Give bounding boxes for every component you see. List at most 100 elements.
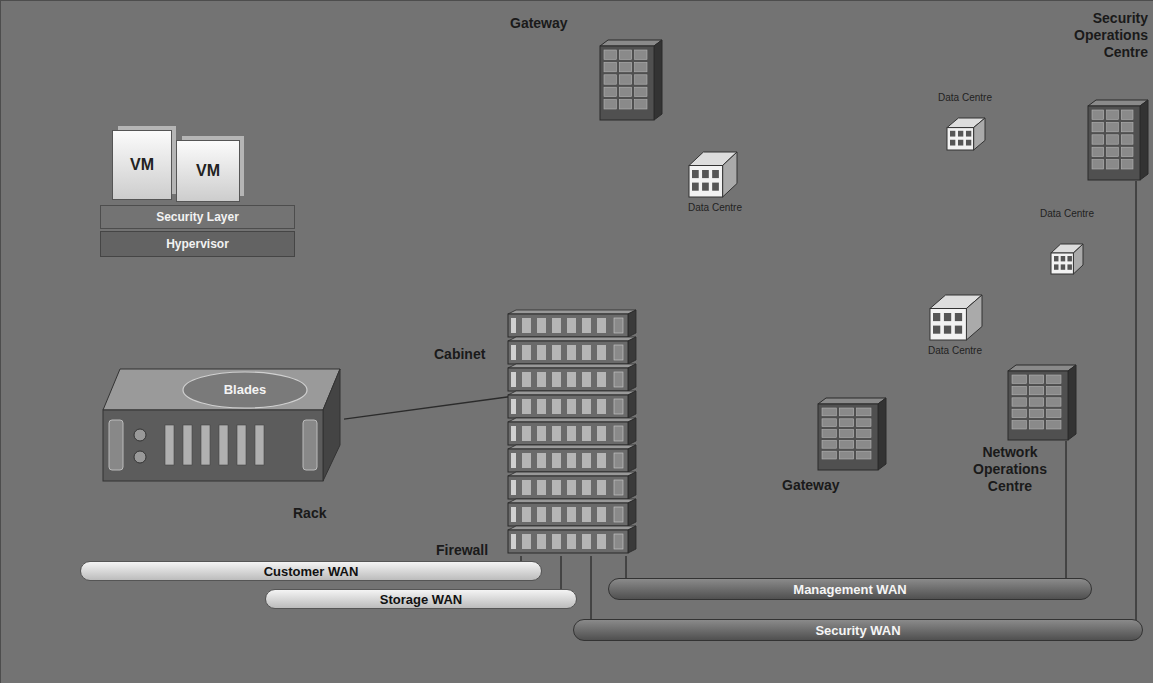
cabinet-icon	[597, 399, 606, 414]
dc-icon	[702, 170, 709, 178]
server-icon	[1121, 147, 1133, 156]
connector-line	[590, 556, 591, 620]
cabinet-icon	[537, 426, 546, 441]
rack-icon	[165, 425, 174, 465]
server-icon	[604, 87, 616, 96]
server-icon	[604, 100, 616, 109]
dc-icon	[933, 313, 940, 321]
server-icon	[1092, 110, 1104, 119]
dc-icon	[950, 140, 955, 146]
cabinet-icon	[511, 345, 516, 360]
server-icon	[1012, 375, 1026, 383]
cabinet-icon	[522, 426, 531, 441]
gateway-device: Gateway	[510, 10, 670, 125]
server-icon	[839, 440, 853, 448]
cabinet-icon	[508, 337, 636, 341]
cabinet-icon	[552, 345, 561, 360]
cabinet-icon	[614, 426, 623, 441]
cabinet-icon	[508, 341, 628, 364]
dc-icon	[944, 326, 951, 334]
server-icon	[635, 75, 647, 84]
cabinet-icon	[614, 507, 623, 522]
dc-icon	[1073, 244, 1083, 274]
connector-line	[1065, 441, 1066, 579]
cabinet-icon	[597, 318, 606, 333]
dc-icon	[966, 140, 971, 146]
cabinet-icon	[522, 345, 531, 360]
cabinet-icon	[628, 310, 636, 337]
band-label: Hypervisor	[166, 237, 229, 251]
server-icon	[1047, 409, 1061, 417]
cabinet-icon	[552, 480, 561, 495]
cabinet-icon	[628, 391, 636, 418]
node-label: Firewall	[436, 542, 506, 559]
server-icon	[635, 87, 647, 96]
cabinet-icon	[522, 399, 531, 414]
cabinet-icon	[537, 534, 546, 549]
server-icon	[1047, 386, 1061, 394]
server-icon	[600, 46, 654, 120]
server-icon	[822, 419, 836, 427]
server-icon	[1092, 135, 1104, 144]
dc-icon	[1051, 244, 1083, 274]
dc-icon	[930, 309, 966, 341]
virtual-machine: VM	[176, 140, 240, 202]
dc-icon	[1067, 256, 1071, 261]
cabinet-icon	[537, 399, 546, 414]
network-operations-centre: Network Operations Centre	[960, 360, 1080, 495]
virtual-machine: VM	[112, 130, 172, 200]
cabinet-icon	[508, 418, 636, 422]
server-icon	[1029, 375, 1043, 383]
server-icon	[604, 50, 616, 59]
cabinet-icon	[508, 503, 628, 526]
cabinet-icon	[508, 391, 636, 395]
server-icon	[1012, 398, 1026, 406]
band-label: Security WAN	[815, 623, 900, 638]
cabinet-icon	[582, 507, 591, 522]
cabinet-icon	[582, 318, 591, 333]
node-label: Data Centre	[1035, 208, 1099, 220]
node-label: Data Centre	[925, 92, 1005, 104]
band-label: Storage WAN	[380, 592, 462, 607]
cabinet-icon	[511, 372, 516, 387]
server-icon	[1008, 365, 1076, 371]
dc-icon	[947, 118, 985, 150]
cabinet-icon	[511, 453, 516, 468]
cabinet-icon	[522, 534, 531, 549]
server-icon	[1140, 100, 1148, 180]
dc-icon	[1061, 256, 1065, 261]
server-icon	[1088, 100, 1148, 106]
cabinet-icon	[567, 453, 576, 468]
server-icon	[839, 451, 853, 459]
server-icon	[1092, 122, 1104, 131]
server-icon	[619, 87, 631, 96]
server-icon	[1092, 160, 1104, 169]
cabinet-icon	[552, 372, 561, 387]
server-icon	[1088, 106, 1140, 180]
server-icon	[604, 75, 616, 84]
cabinet-icon	[582, 399, 591, 414]
server-icon	[839, 408, 853, 416]
node-label: Cabinet	[434, 346, 514, 363]
dc-icon	[689, 166, 723, 198]
wan-band: Storage WAN	[265, 589, 577, 609]
server-icon	[635, 62, 647, 71]
server-icon	[1008, 371, 1068, 440]
rack-icon	[134, 429, 146, 441]
cabinet-icon	[582, 345, 591, 360]
server-icon	[619, 50, 631, 59]
rack-icon	[201, 425, 210, 465]
server-icon	[1012, 409, 1026, 417]
server-icon	[857, 440, 871, 448]
cabinet-icon	[522, 372, 531, 387]
cabinet-icon	[552, 453, 561, 468]
server-icon	[822, 430, 836, 438]
dc-icon	[712, 170, 719, 178]
server-icon	[1047, 398, 1061, 406]
dc-icon	[1051, 253, 1073, 274]
cabinet-icon	[567, 507, 576, 522]
dc-icon	[966, 131, 971, 137]
server-icon	[857, 430, 871, 438]
band-label: VM	[130, 156, 154, 174]
cabinet-icon	[567, 480, 576, 495]
